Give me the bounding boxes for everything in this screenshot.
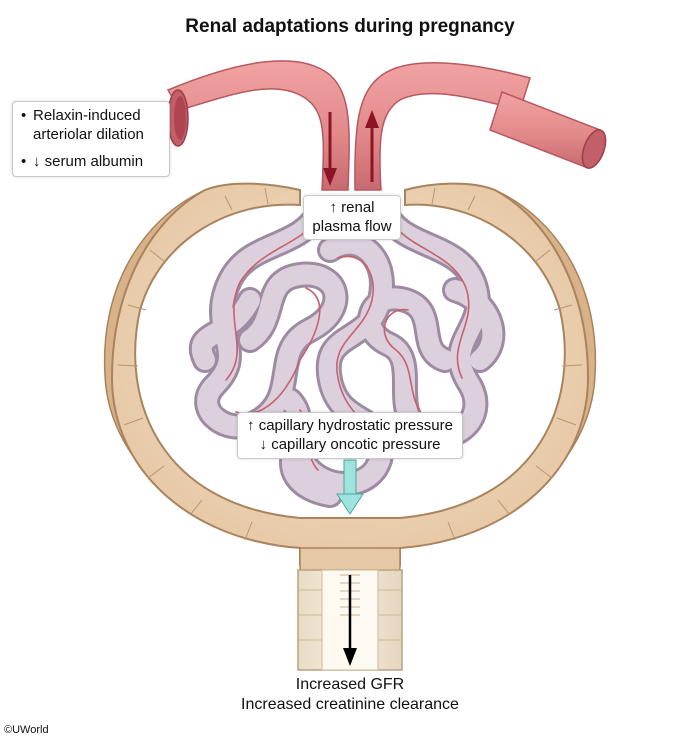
label-line: ↑ capillary hydrostatic pressure [247, 417, 453, 434]
label-line: ↑ renal [329, 199, 375, 216]
up-arrow-icon [365, 110, 379, 182]
outcome-text: Increased GFR Increased creatinine clear… [150, 675, 550, 715]
factor-text: Relaxin-induced arteriolar dilation [33, 106, 144, 144]
copyright-credit: ©UWorld [4, 724, 49, 736]
down-arrow-icon [323, 112, 337, 186]
factor-albumin: • ↓ serum albumin [21, 152, 163, 171]
factor-line: ↓ serum albumin [33, 153, 144, 170]
filtration-arrow-icon [336, 459, 364, 515]
factor-line: arteriolar dilation [33, 126, 144, 143]
bullet-icon: • [21, 153, 27, 170]
capillary-pressure-label: ↑ capillary hydrostatic pressure ↓ capil… [237, 412, 463, 459]
outcome-line: Increased GFR [295, 676, 405, 693]
factor-line: Relaxin-induced [33, 107, 141, 124]
bowmans-capsule [103, 182, 597, 566]
factor-relaxin: • Relaxin-induced arteriolar dilation [21, 106, 163, 144]
output-arrow-icon [343, 575, 357, 666]
outcome-line: Increased creatinine clearance [241, 696, 459, 713]
bullet-icon: • [21, 107, 27, 124]
renal-plasma-flow-label: ↑ renal plasma flow [303, 195, 401, 240]
figure-title: Renal adaptations during pregnancy [185, 16, 515, 37]
label-line: plasma flow [312, 218, 392, 235]
afferent-arteriole [166, 60, 350, 191]
efferent-arteriole [354, 62, 607, 191]
label-line: ↓ capillary oncotic pressure [259, 436, 441, 453]
contributing-factors-box: • Relaxin-induced arteriolar dilation • … [12, 101, 170, 177]
